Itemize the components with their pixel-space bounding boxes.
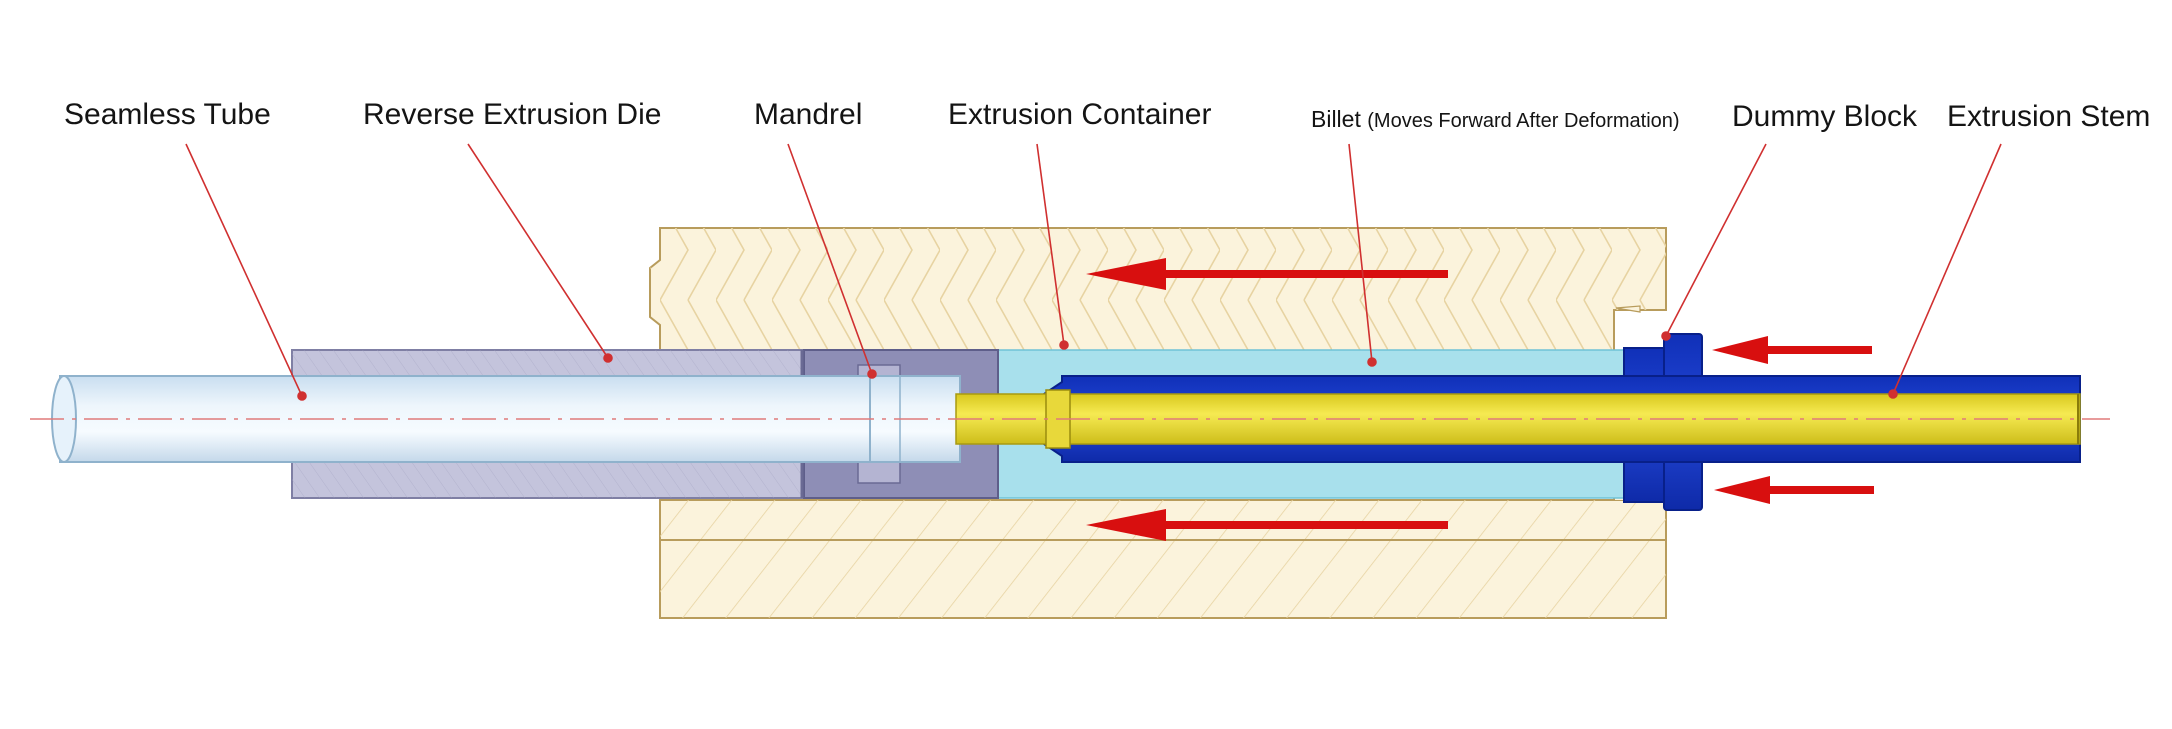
- billet-note: (Moves Forward After Deformation): [1367, 110, 1680, 132]
- label-extrusion-stem: Extrusion Stem: [1947, 100, 2151, 133]
- billet-name: Billet: [1311, 106, 1361, 132]
- leader-lines: [185, 143, 2002, 401]
- label-billet: Billet (Moves Forward After Deformation): [1311, 106, 1680, 133]
- label-seamless-tube: Seamless Tube: [64, 98, 271, 131]
- flow-arrows: [1086, 258, 1874, 541]
- label-mandrel: Mandrel: [754, 98, 863, 131]
- label-reverse-extrusion-die: Reverse Extrusion Die: [363, 98, 662, 131]
- label-dummy-block: Dummy Block: [1732, 100, 1918, 133]
- label-extrusion-container: Extrusion Container: [948, 98, 1212, 131]
